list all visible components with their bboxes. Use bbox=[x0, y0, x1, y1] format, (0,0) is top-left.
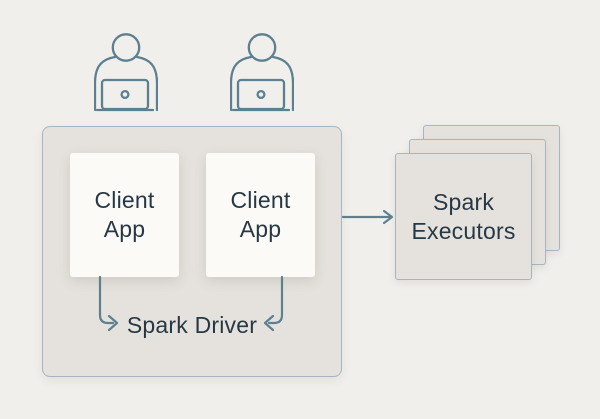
user-laptop-icon bbox=[230, 33, 294, 112]
spark-executors-label: Spark Executors bbox=[411, 188, 516, 244]
spark-driver-container: Client App Client App Spark Driver bbox=[42, 126, 342, 377]
user-shoulder-right bbox=[135, 55, 158, 112]
laptop-icon bbox=[236, 78, 286, 111]
client-app-box: Client App bbox=[206, 153, 315, 277]
user-shoulder-right bbox=[271, 55, 294, 112]
spark-driver-label: Spark Driver bbox=[126, 312, 258, 338]
laptop-logo-dot bbox=[120, 89, 130, 100]
laptop-icon bbox=[100, 78, 150, 111]
spark-executors-box: Spark Executors bbox=[395, 153, 532, 280]
user-shoulder-left bbox=[94, 55, 117, 112]
client-app-label: Client App bbox=[230, 187, 291, 242]
user-head bbox=[247, 33, 277, 62]
user-head bbox=[111, 33, 141, 62]
laptop-logo-dot bbox=[256, 89, 266, 100]
user-laptop-icon bbox=[94, 33, 158, 112]
user-shoulder-left bbox=[230, 55, 253, 112]
client-app-box: Client App bbox=[70, 153, 179, 277]
client-app-label: Client App bbox=[94, 187, 155, 242]
arrowhead-right-icon bbox=[382, 209, 394, 225]
